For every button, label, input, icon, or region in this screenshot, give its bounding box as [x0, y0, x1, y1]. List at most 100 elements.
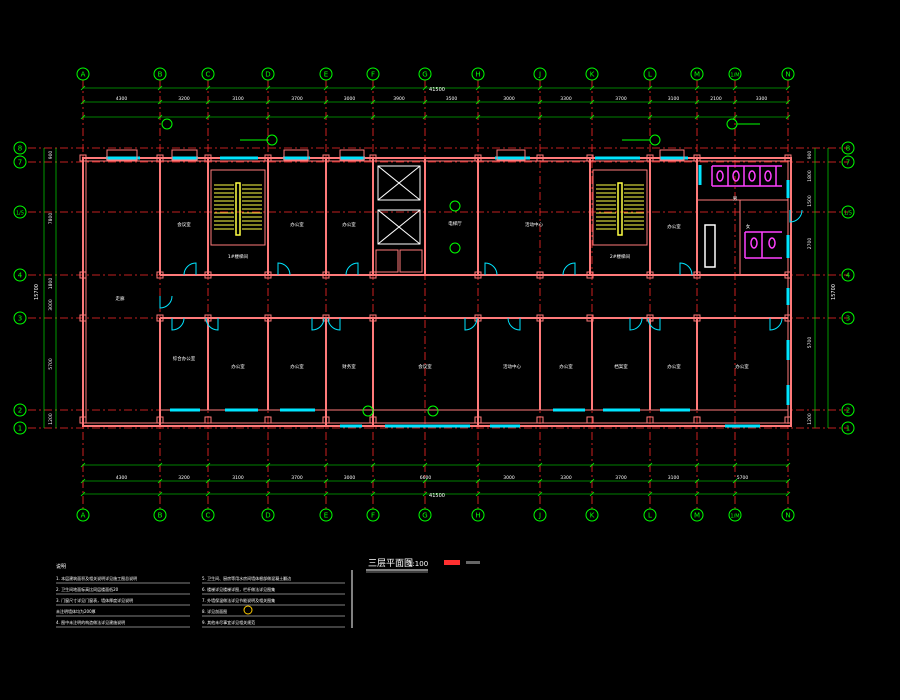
note-line: 3. 门窗尺寸详见门窗表，墙体厚度详见说明 — [56, 597, 133, 603]
dim-right-row: 1200 — [807, 413, 813, 425]
dim-left-row: 1800 — [48, 278, 54, 290]
dim-left-row: 7800 — [48, 213, 54, 225]
dim-tick — [80, 85, 86, 91]
dim-tick — [265, 462, 271, 468]
dim-tick — [80, 114, 86, 120]
dim-tick — [157, 478, 163, 484]
axis-bubble — [841, 421, 855, 435]
column — [693, 314, 701, 322]
dim-tick — [785, 462, 791, 468]
dim-bottom-bay: 3000 — [344, 475, 356, 481]
axis-label: G — [422, 512, 427, 520]
detail-markers — [161, 118, 760, 417]
axis-bubble — [471, 508, 485, 522]
column — [264, 314, 272, 322]
dim-tick — [265, 478, 271, 484]
note-line: 8. 详见剖面图 — [202, 608, 227, 614]
axis-bubble — [841, 311, 855, 325]
dim-tick — [647, 491, 653, 497]
column — [474, 314, 482, 322]
dim-right-row: 900 — [807, 151, 813, 160]
windows — [106, 156, 790, 428]
note-line: 9. 其他未尽事宜详见相关规范 — [202, 619, 255, 625]
axis-label: 1 — [846, 425, 850, 433]
axis-label: C — [206, 71, 211, 79]
door-swing — [171, 317, 185, 331]
column — [322, 314, 330, 322]
dim-tick — [589, 462, 595, 468]
column — [79, 271, 87, 279]
dim-tick — [205, 478, 211, 484]
axis-label: 1/M — [730, 514, 739, 520]
axis-label: C — [206, 512, 211, 520]
axis-bubble — [841, 268, 855, 282]
axis-bubble — [153, 67, 167, 81]
axis-label: A — [81, 512, 86, 520]
aircon-boxes — [106, 149, 685, 161]
axis-label: 2 — [846, 407, 850, 415]
dim-tick — [80, 478, 86, 484]
axis-bubble — [690, 67, 704, 81]
dim-tick — [647, 99, 653, 105]
column — [646, 314, 654, 322]
door-swing — [789, 209, 803, 223]
note-line: 4. 图中未注明的构造做法详见建施说明 — [56, 619, 125, 625]
axis-bubble — [261, 508, 275, 522]
door-swing — [311, 317, 325, 331]
dim-tick — [785, 85, 791, 91]
column — [156, 271, 164, 279]
overall-dim-bottom: 41500 — [429, 493, 445, 499]
column — [369, 416, 377, 424]
column — [156, 416, 164, 424]
room-label: 综合办公室 — [173, 355, 196, 362]
overall-dim-left: 15700 — [34, 284, 40, 300]
axis-bubble — [261, 67, 275, 81]
axis-label: 1/5 — [844, 211, 852, 217]
axis-label: E — [324, 512, 328, 520]
dim-top-bay: 3300 — [560, 96, 572, 102]
column — [586, 314, 594, 322]
room-label: 活动中心 — [525, 221, 543, 228]
dim-tick — [537, 114, 543, 120]
axis-bubble — [13, 403, 27, 417]
axis-bubble — [201, 508, 215, 522]
column — [693, 271, 701, 279]
column — [646, 416, 654, 424]
dim-tick — [647, 85, 653, 91]
stair-handrail — [235, 182, 241, 236]
dim-tick — [694, 491, 700, 497]
axis-bubble — [643, 508, 657, 522]
door-swing — [345, 262, 359, 276]
dim-tick — [589, 114, 595, 120]
axis-bubble — [366, 508, 380, 522]
dim-tick — [475, 491, 481, 497]
dim-top-bay: 3100 — [668, 96, 680, 102]
axis-label: 7 — [18, 159, 22, 167]
column — [536, 314, 544, 322]
dim-tick — [265, 491, 271, 497]
drawing-title: 三层平面图 — [368, 558, 413, 569]
note-line: 2. 卫生间地面标高比同层楼面低20 — [56, 586, 119, 592]
room-label: 女 — [746, 223, 751, 230]
room-labels: 会议室1#楼梯间办公室办公室电梯厅活动中心2#楼梯间办公室男女走廊综合办公室办公… — [116, 196, 751, 370]
drawing-scale: 1:100 — [408, 560, 428, 568]
column — [536, 271, 544, 279]
toilet-fixtures — [704, 165, 782, 268]
dim-tick — [732, 99, 738, 105]
dim-bottom-bay: 3100 — [232, 475, 244, 481]
dim-top-bay: 3500 — [446, 96, 458, 102]
column — [536, 416, 544, 424]
dim-tick — [475, 85, 481, 91]
door-swing — [629, 317, 643, 331]
dim-tick — [422, 85, 428, 91]
dim-top-bay: 3000 — [344, 96, 356, 102]
room-label: 办公室 — [735, 363, 749, 370]
room-label: 办公室 — [342, 221, 356, 228]
axis-bubble — [13, 155, 27, 169]
dim-top-bay: 3000 — [503, 96, 515, 102]
axis-bubble — [418, 508, 432, 522]
dim-tick — [785, 478, 791, 484]
axis-bubble — [841, 141, 855, 155]
axis-label: K — [590, 71, 595, 79]
dim-tick — [265, 85, 271, 91]
